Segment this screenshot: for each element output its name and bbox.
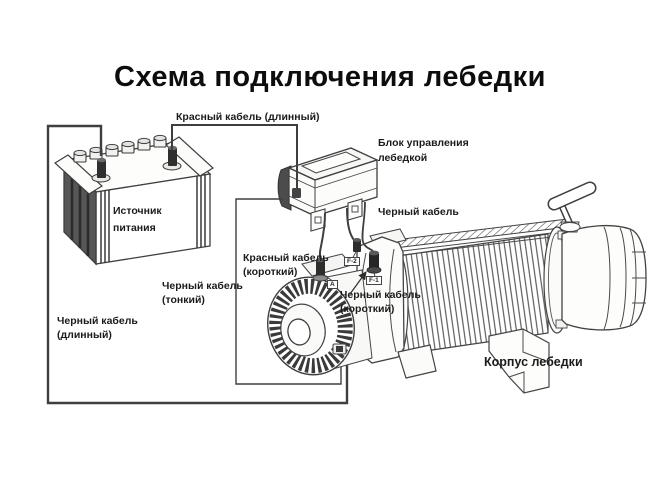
- terminal-tag-f1: F-1: [366, 276, 382, 285]
- label-control-block: Блок управления лебедкой: [378, 136, 469, 166]
- winch-motor: [267, 253, 373, 376]
- label-line: лебедкой: [378, 152, 428, 164]
- label-line: (длинный): [57, 329, 112, 341]
- battery-cell-caps: [73, 134, 167, 163]
- battery-rails: [54, 136, 214, 195]
- cable-black-short: [361, 201, 374, 252]
- terminal-tag-a: A: [327, 280, 338, 289]
- black-short-arrow: [349, 271, 367, 295]
- clutch-lever: [547, 181, 597, 233]
- battery-terminal-positive: [162, 145, 182, 171]
- mounting-foot: [488, 328, 550, 394]
- label-line: Черный кабель: [57, 315, 138, 327]
- label-power-source: Источник питания: [113, 203, 162, 237]
- label-black-short-cable: Черный кабель (короткий): [340, 288, 421, 316]
- terminal-f2-bolt: [353, 238, 361, 252]
- label-winch-body: Корпус лебедки: [484, 355, 583, 369]
- gear-housing: [561, 224, 647, 331]
- cable-black-thin: [235, 198, 342, 385]
- label-line: питания: [113, 222, 156, 234]
- label-line: Черный кабель: [340, 289, 421, 301]
- label-line: (тонкий): [162, 294, 205, 306]
- label-red-short-cable: Красный кабель (короткий): [243, 251, 329, 279]
- battery-drawing: [54, 134, 214, 266]
- label-line: (короткий): [243, 266, 298, 278]
- cables: [46, 124, 349, 405]
- diagram-title: Схема подключения лебедки: [114, 61, 546, 93]
- label-black-cable: Черный кабель: [378, 205, 459, 219]
- label-black-thin-cable: Черный кабель (тонкий): [162, 279, 243, 307]
- battery-terminal-negative: [91, 157, 111, 183]
- label-line: Красный кабель: [243, 252, 329, 264]
- cable-red-long: [171, 124, 298, 196]
- label-line: Блок управления: [378, 137, 469, 149]
- label-line: Корпус лебедки: [484, 355, 583, 369]
- cable-red-short: [319, 212, 326, 260]
- label-line: (короткий): [340, 303, 395, 315]
- label-line: Красный кабель (длинный): [176, 111, 320, 123]
- cable-black-long: [46, 124, 349, 405]
- winch-drawing: [267, 181, 647, 394]
- label-red-long-cable: Красный кабель (длинный): [176, 110, 320, 124]
- terminal-tag-f2: F-2: [344, 257, 360, 266]
- label-line: Источник: [113, 205, 162, 217]
- label-line: Черный кабель: [162, 280, 243, 292]
- label-black-long-cable: Черный кабель (длинный): [57, 314, 138, 342]
- terminal-f1-bolt: [366, 250, 382, 274]
- cable-red-long-connector: [292, 188, 301, 198]
- label-line: Черный кабель: [378, 206, 459, 218]
